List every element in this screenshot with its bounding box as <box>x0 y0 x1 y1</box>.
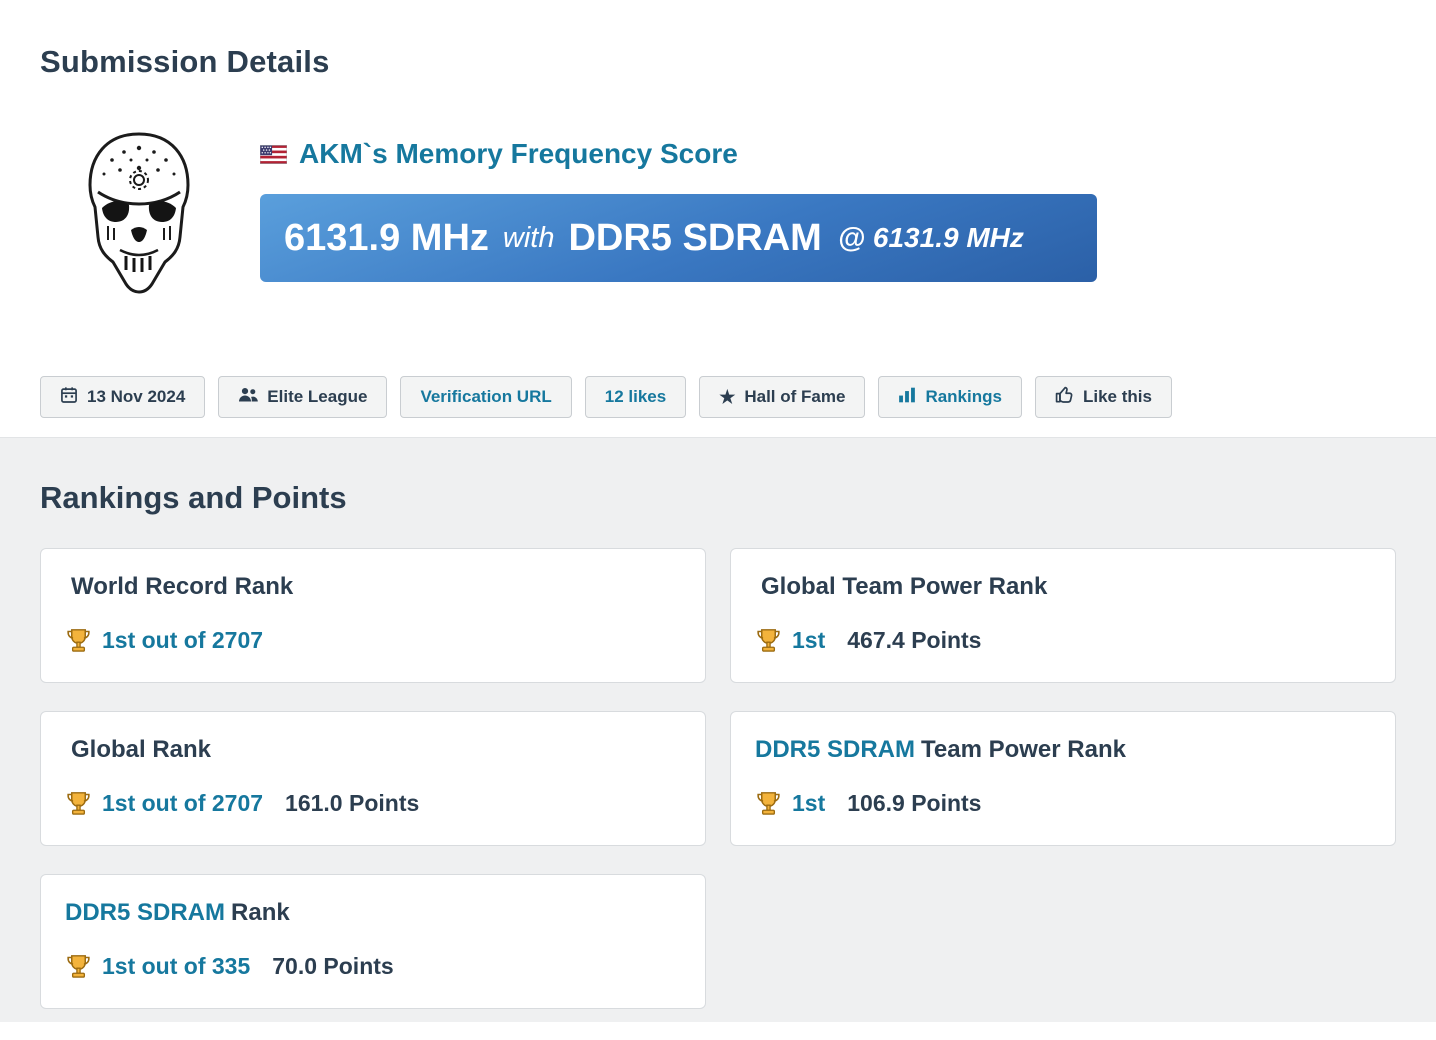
verification-url-button[interactable]: Verification URL <box>400 376 572 418</box>
rank-row: 1st 467.4 Points <box>755 627 1371 654</box>
rank-card-world-record: World Record Rank 1st out of 2707 <box>40 548 706 683</box>
submission-header: AKM`s Memory Frequency Score 6131.9 MHz … <box>74 130 1396 298</box>
points-value: 467.4 Points <box>847 627 982 653</box>
action-buttons-row: 13 Nov 2024 Elite League Verification UR… <box>40 376 1396 418</box>
star-icon: ★ <box>719 387 736 407</box>
submission-title-row: AKM`s Memory Frequency Score <box>260 138 1097 170</box>
calendar-icon <box>60 386 78 409</box>
trophy-icon <box>65 627 92 654</box>
score-banner: 6131.9 MHz with DDR5 SDRAM @ 6131.9 MHz <box>260 194 1097 282</box>
rankings-label: Rankings <box>925 387 1002 406</box>
points-value: 70.0 Points <box>272 953 394 979</box>
rank-card-global: Global Rank 1st out of 2707 161.0 Points <box>40 711 706 846</box>
rankings-cards-grid: World Record Rank 1st out of 2707 <box>40 548 1396 1009</box>
submission-main: AKM`s Memory Frequency Score 6131.9 MHz … <box>260 130 1097 298</box>
trophy-icon <box>755 627 782 654</box>
hardware-link[interactable]: DDR5 SDRAM <box>65 899 226 926</box>
date-label: 13 Nov 2024 <box>87 387 186 406</box>
avatar-image <box>88 132 190 294</box>
hall-of-fame-button[interactable]: ★ Hall of Fame <box>699 376 866 418</box>
rank-card-title: World Record Rank <box>65 573 681 601</box>
page-title: Submission Details <box>40 44 330 79</box>
rank-card-title: Global Team Power Rank <box>755 573 1371 601</box>
like-this-button[interactable]: Like this <box>1034 376 1172 418</box>
rank-link[interactable]: 1st out of 2707 <box>102 790 264 816</box>
rank-card-title-text: Rank <box>231 899 290 926</box>
rank-link[interactable]: 1st out of 2707 <box>102 627 264 653</box>
rank-card-global-team-power: Global Team Power Rank 1st 467.4 Points <box>730 548 1396 683</box>
rank-row: 1st out of 2707 161.0 Points <box>65 790 681 817</box>
hardware-link[interactable]: DDR5 SDRAM <box>755 736 916 763</box>
trophy-icon <box>65 790 92 817</box>
league-badge[interactable]: Elite League <box>218 376 388 418</box>
bar-chart-icon <box>898 386 916 409</box>
likes-label: 12 likes <box>604 387 667 406</box>
rank-card-title-text: World Record Rank <box>71 573 294 600</box>
league-label: Elite League <box>267 387 368 406</box>
likes-button[interactable]: 12 likes <box>584 376 687 418</box>
date-badge[interactable]: 13 Nov 2024 <box>40 376 206 418</box>
hardware-name: DDR5 SDRAM <box>568 216 822 259</box>
score-connector: with <box>502 221 555 254</box>
us-flag-icon <box>260 144 287 164</box>
like-this-label: Like this <box>1082 387 1152 406</box>
submission-title: AKM`s Memory Frequency Score <box>299 138 738 169</box>
rank-card-title: Global Rank <box>65 736 681 764</box>
rank-link[interactable]: 1st out of 335 <box>102 953 251 979</box>
score-at-clock: @ 6131.9 MHz <box>837 222 1024 253</box>
score-value: 6131.9 MHz <box>284 216 489 259</box>
rankings-section: Rankings and Points World Record Rank 1s… <box>0 437 1436 1022</box>
thumbs-up-icon <box>1055 385 1074 409</box>
rank-card-title-text: Global Rank <box>71 736 212 763</box>
users-icon <box>238 386 259 408</box>
rankings-section-title: Rankings and Points <box>40 480 347 515</box>
avatar[interactable] <box>74 130 204 298</box>
rank-card-title-text: Global Team Power Rank <box>761 573 1048 600</box>
rank-row: 1st 106.9 Points <box>755 790 1371 817</box>
rank-row: 1st out of 335 70.0 Points <box>65 953 681 980</box>
verification-url-label: Verification URL <box>420 387 552 406</box>
rank-link[interactable]: 1st <box>792 627 826 653</box>
rank-card-title-text: Team Power Rank <box>921 736 1126 763</box>
trophy-icon <box>755 790 782 817</box>
submission-details-section: Submission Details <box>0 0 1436 437</box>
points-value: 106.9 Points <box>847 790 982 816</box>
trophy-icon <box>65 953 92 980</box>
rankings-button[interactable]: Rankings <box>878 376 1022 418</box>
rank-link[interactable]: 1st <box>792 790 826 816</box>
rank-row: 1st out of 2707 <box>65 627 681 654</box>
hall-of-fame-label: Hall of Fame <box>744 387 846 406</box>
points-value: 161.0 Points <box>285 790 420 816</box>
